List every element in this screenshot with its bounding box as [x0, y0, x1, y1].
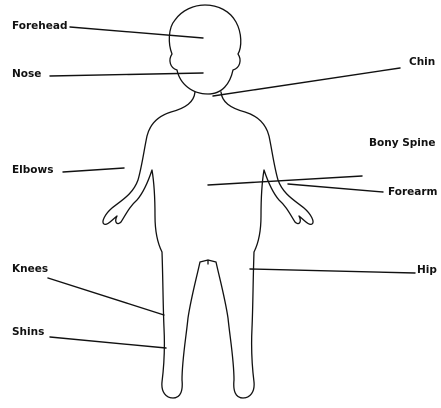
label-forehead: Forehead [12, 20, 67, 32]
label-chin: Chin [409, 56, 435, 68]
knees-leader [48, 278, 164, 315]
nose-leader [50, 73, 203, 76]
label-shins: Shins [12, 326, 44, 338]
label-bony-spine: Bony Spine [369, 137, 435, 149]
label-elbows: Elbows [12, 164, 53, 176]
hip-leader [250, 269, 415, 273]
elbows-leader [63, 168, 124, 172]
bony-spine-leader [208, 176, 362, 185]
label-hip: Hip [417, 264, 437, 276]
forearm-leader [288, 184, 383, 192]
label-knees: Knees [12, 263, 48, 275]
label-nose: Nose [12, 68, 41, 80]
shins-leader [50, 337, 166, 348]
body-outline [103, 92, 313, 398]
child-figure [103, 5, 313, 398]
head-outline [169, 5, 240, 94]
chin-leader [213, 68, 400, 96]
forehead-leader [70, 27, 203, 38]
label-forearm: Forearm [388, 186, 437, 198]
